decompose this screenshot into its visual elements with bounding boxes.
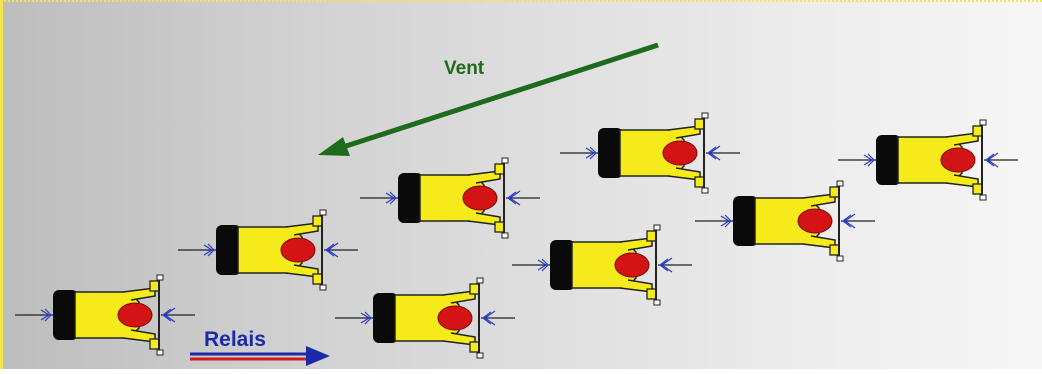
cyclist-icon <box>359 157 541 239</box>
relay-arrow <box>190 346 330 366</box>
top-border <box>0 0 1042 2</box>
cyclist-icon <box>837 119 1019 201</box>
cyclist-icon <box>177 209 359 291</box>
cyclist-icon <box>14 274 196 356</box>
cyclist-icon <box>334 277 516 359</box>
cyclist-icon <box>511 224 693 306</box>
wind-label: Vent <box>444 58 485 79</box>
left-border <box>0 0 3 374</box>
cyclist-icon <box>694 180 876 262</box>
relay-label: Relais <box>204 328 266 351</box>
cyclist-icon <box>559 112 741 194</box>
bottom-border <box>0 369 1042 374</box>
wind-arrow <box>318 42 659 156</box>
